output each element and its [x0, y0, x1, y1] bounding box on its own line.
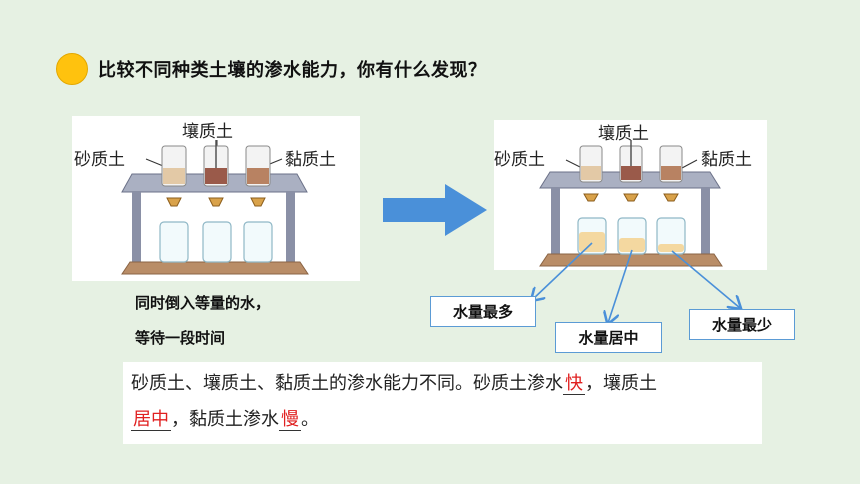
conclusion-part-1: 砂质土、壤质土、黏质土的渗水能力不同。砂质土渗水 [131, 373, 563, 394]
instruction-line-1: 同时倒入等量的水， [135, 294, 271, 312]
bullet-dot [56, 53, 88, 85]
callout-least-water: 水量最少 [689, 309, 795, 340]
left-label-loam: 壤质土 [182, 121, 233, 142]
instruction-line-2: 等待一段时间 [135, 329, 226, 347]
right-label-clay: 黏质土 [701, 150, 752, 170]
answer-middle: 居中 [131, 409, 171, 431]
answer-fast: 快 [563, 373, 585, 395]
conclusion-part-2: ，壤质土 [585, 373, 657, 394]
left-apparatus-image: 壤质土 砂质土 黏质土 [72, 116, 360, 281]
right-label-sandy: 砂质土 [494, 150, 545, 170]
left-label-sandy: 砂质土 [74, 150, 125, 170]
right-apparatus-image: 壤质土 砂质土 黏质土 [494, 120, 767, 270]
conclusion-part-3: ，黏质土渗水 [171, 409, 279, 430]
right-label-loam: 壤质土 [598, 123, 649, 144]
question-title: 比较不同种类土壤的渗水能力，你有什么发现？ [98, 60, 487, 81]
answer-slow: 慢 [279, 409, 301, 431]
callout-middle-water: 水量居中 [555, 322, 662, 353]
right-arrow-icon [383, 184, 487, 236]
callout-most-water: 水量最多 [430, 296, 536, 327]
conclusion-text: 砂质土、壤质土、黏质土的渗水能力不同。砂质土渗水快，壤质土居中，黏质土渗水慢。 [123, 362, 762, 444]
conclusion-part-4: 。 [301, 409, 319, 430]
left-label-clay: 黏质土 [285, 150, 336, 170]
